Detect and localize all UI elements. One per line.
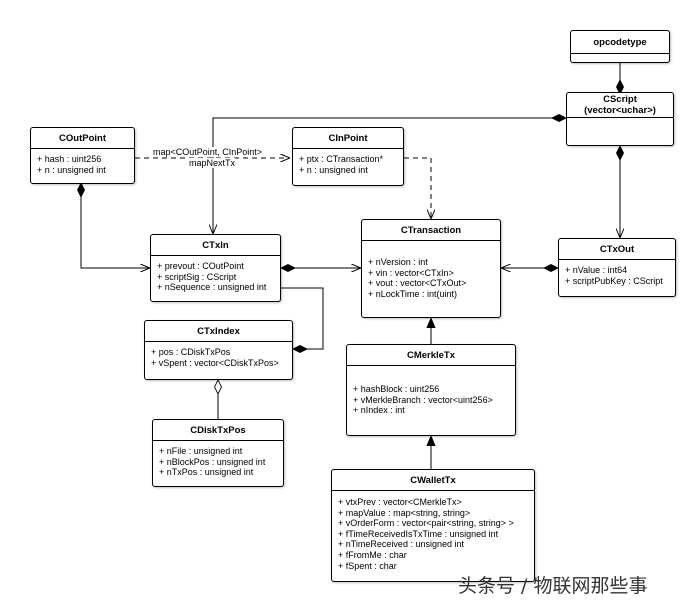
class-ctxout: CTxOut + nValue : int64 + scriptPubKey :…: [558, 238, 676, 297]
attribute: + mapValue : map<string, string>: [338, 507, 471, 518]
class-subtitle: (vector<uchar>): [584, 105, 656, 116]
watermark-text: 头条号 / 物联网那些事: [458, 575, 648, 597]
attribute-list: + vtxPrev : vector<CMerkleTx> + mapValue…: [332, 491, 534, 571]
attribute: + nLockTime : int(uint): [368, 288, 457, 299]
class-cscript: CScript (vector<uchar>): [566, 92, 674, 146]
class-title: CMerkleTx: [347, 345, 515, 366]
attribute-list: + ptx : CTransaction* + n : unsigned int: [293, 149, 403, 175]
class-title: CTransaction: [362, 220, 500, 241]
class-coutpoint: COutPoint + hash : uint256 + n : unsigne…: [30, 127, 135, 184]
class-title: CTxIn: [151, 235, 280, 256]
map-label-name: mapNextTx: [189, 158, 236, 168]
class-cmerkletx: CMerkleTx + hashBlock : uint256 + vMerkl…: [346, 344, 516, 436]
attribute: + ptx : CTransaction*: [299, 154, 383, 164]
link-cinpoint-ctransaction: [404, 157, 431, 219]
attribute: + fSpent : char: [338, 560, 397, 571]
attribute: + scriptPubKey : CScript: [565, 275, 663, 286]
attribute: + vSpent : vector<CDiskTxPos>: [151, 357, 279, 368]
attribute-list: + nValue : int64 + scriptPubKey : CScrip…: [559, 260, 675, 286]
class-cdisktxpos: CDiskTxPos + nFile : unsigned int + nBlo…: [152, 419, 284, 487]
class-name: CScript: [603, 94, 637, 105]
attribute-list: + nFile : unsigned int + nBlockPos : uns…: [153, 441, 283, 478]
class-title: opcodetype: [571, 31, 669, 54]
class-cwallettx: CWalletTx + vtxPrev : vector<CMerkleTx> …: [331, 469, 535, 582]
attribute: + scriptSig : CScript: [157, 271, 237, 282]
attribute: + nTimeReceived : unsigned int: [338, 539, 464, 550]
attribute: + vout : vector<CTxOut>: [368, 278, 467, 289]
map-label-type: map<COutPoint, CInPoint>: [153, 147, 263, 157]
class-ctransaction: CTransaction + nVersion : int + vin : ve…: [361, 219, 501, 318]
attribute: + nTxPos : unsigned int: [159, 467, 254, 478]
attribute-list: + prevout : COutPoint + scriptSig : CScr…: [151, 256, 280, 293]
class-title: CDiskTxPos: [153, 420, 283, 441]
attribute: + nVersion : int: [368, 257, 428, 267]
class-ctxin: CTxIn + prevout : COutPoint + scriptSig …: [150, 234, 281, 302]
class-title: CScript (vector<uchar>): [567, 93, 673, 118]
attribute: + hash : uint256: [37, 154, 102, 164]
attribute: + hashBlock : uint256: [353, 384, 440, 394]
attribute-list: + nVersion : int + vin : vector<CTxIn> +…: [362, 241, 500, 299]
link-coutpoint-ctxin: [81, 183, 150, 268]
attribute: + vOrderForm : vector<pair<string, strin…: [338, 518, 514, 529]
attribute: + nSequence : unsigned int: [157, 282, 267, 293]
class-cinpoint: CInPoint + ptx : CTransaction* + n : uns…: [292, 127, 404, 186]
attribute: + nFile : unsigned int: [159, 446, 243, 456]
class-title: COutPoint: [31, 128, 134, 149]
attribute-list: + hash : uint256 + n : unsigned int: [31, 149, 134, 175]
link-cscript-ctxin: [213, 118, 566, 234]
class-ctxindex: CTxIndex + pos : CDiskTxPos + vSpent : v…: [144, 320, 293, 380]
attribute: + prevout : COutPoint: [157, 261, 244, 271]
attribute-list: + pos : CDiskTxPos + vSpent : vector<CDi…: [145, 342, 292, 368]
attribute: + vtxPrev : vector<CMerkleTx>: [338, 497, 462, 507]
attribute: + nBlockPos : unsigned int: [159, 456, 266, 467]
link-ctxindex-ctxin: [281, 287, 324, 349]
attribute: + n : unsigned int: [299, 164, 368, 175]
attribute: + n : unsigned int: [37, 164, 106, 175]
attribute-list: + hashBlock : uint256 + vMerkleBranch : …: [347, 366, 515, 416]
attribute: + nIndex : int: [353, 405, 405, 416]
attribute: + vin : vector<CTxIn>: [368, 267, 454, 278]
class-opcodetype: opcodetype: [570, 30, 670, 63]
class-title: CTxIndex: [145, 321, 292, 342]
class-title: CInPoint: [293, 128, 403, 149]
attribute: + vMerkleBranch : vector<uint256>: [353, 394, 493, 405]
attribute: + fFromMe : char: [338, 549, 407, 560]
class-title: CWalletTx: [332, 470, 534, 491]
attribute: + fTimeReceivedIsTxTime : unsigned int: [338, 528, 499, 539]
attribute: + pos : CDiskTxPos: [151, 347, 231, 357]
class-title: CTxOut: [559, 239, 675, 260]
attribute: + nValue : int64: [565, 265, 628, 275]
